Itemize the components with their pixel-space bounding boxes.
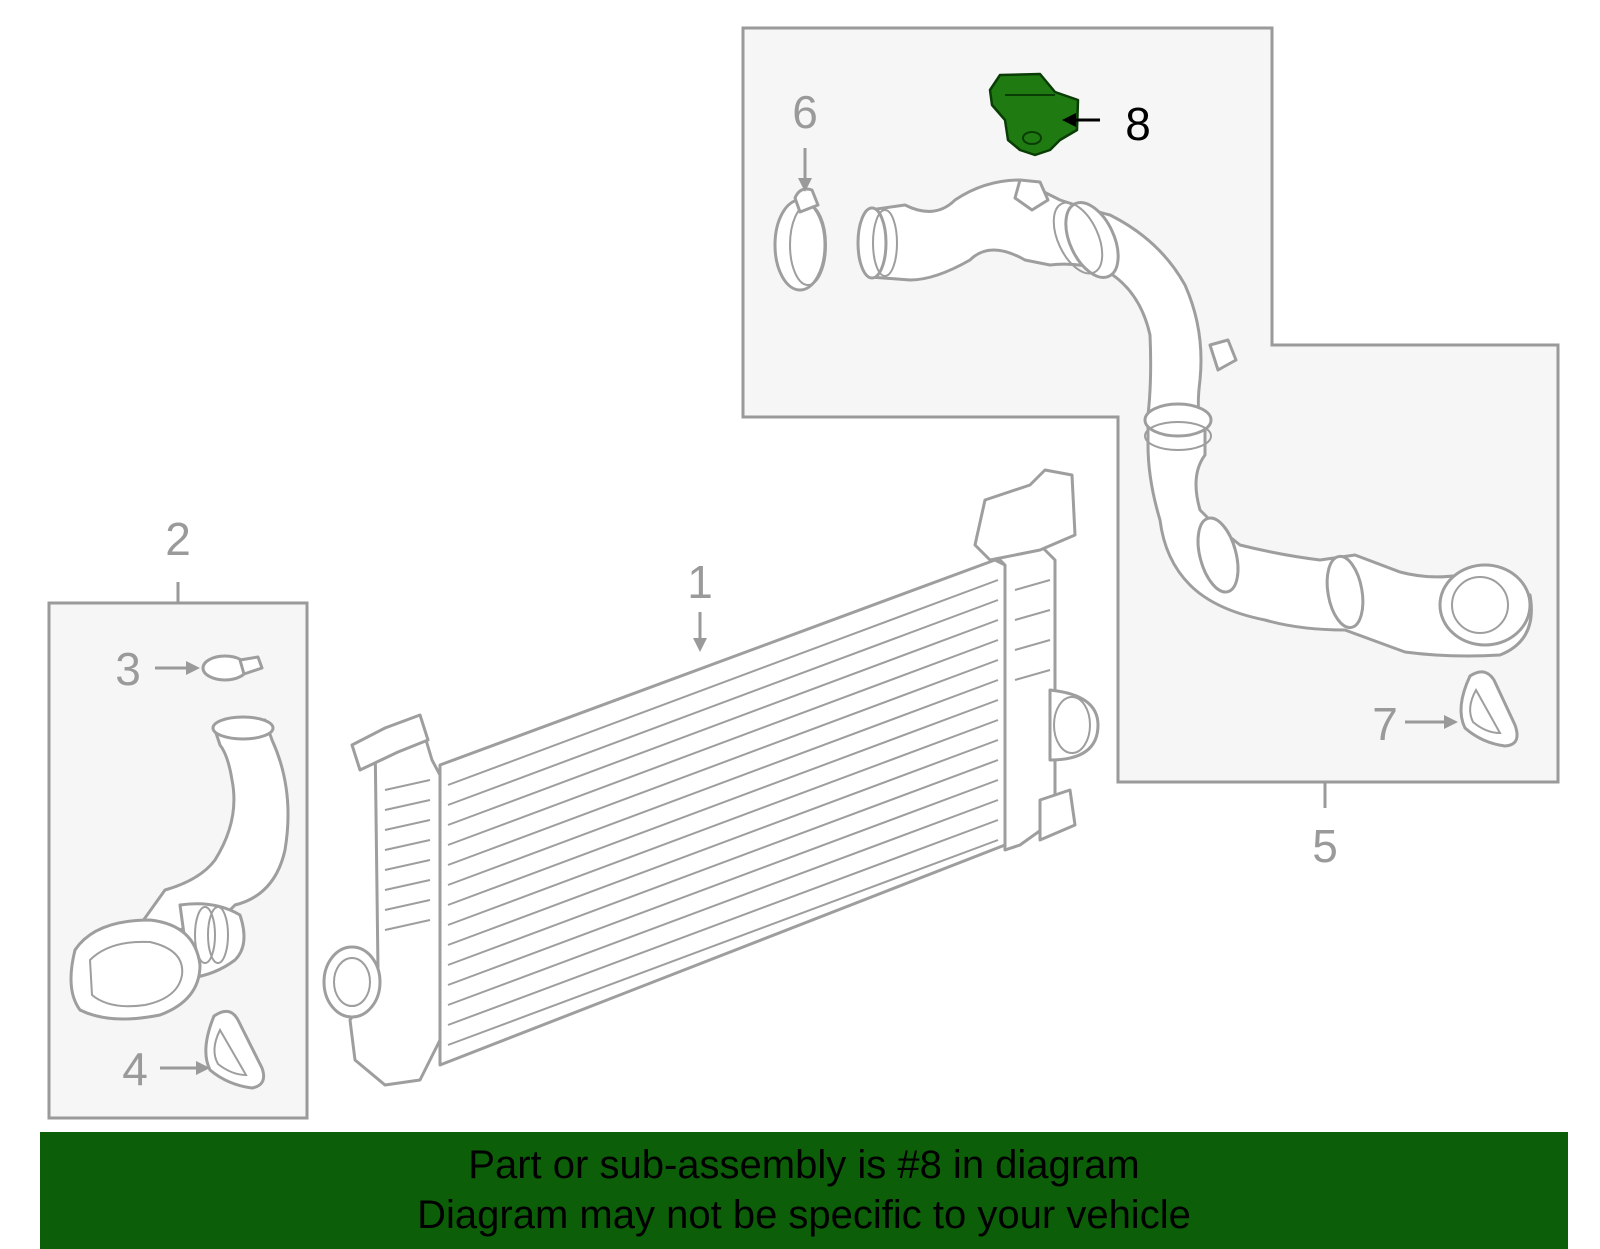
clamp-6: [773, 187, 827, 292]
seal-7: [1459, 670, 1519, 748]
banner-line-1: Part or sub-assembly is #8 in diagram: [468, 1143, 1140, 1187]
left-tank-ribs: [384, 779, 431, 931]
upper-charge-pipe: [856, 178, 1533, 658]
intercooler: [322, 468, 1100, 1087]
clamp-3: [201, 654, 264, 682]
callout-1: 1: [687, 556, 713, 608]
leader-lines: [155, 113, 1458, 1075]
info-banner: Part or sub-assembly is #8 in diagram Di…: [40, 1132, 1568, 1249]
callout-7: 7: [1372, 698, 1398, 750]
lower-intake-hose: [69, 715, 290, 1021]
callout-5: 5: [1312, 820, 1338, 872]
callout-4: 4: [122, 1043, 148, 1095]
right-tank-ribs: [1014, 579, 1051, 681]
banner-line-2: Diagram may not be specific to your vehi…: [417, 1193, 1191, 1237]
core-fins: [447, 579, 999, 1046]
callout-3: 3: [115, 643, 141, 695]
callout-6: 6: [792, 86, 818, 138]
sensor-8-highlighted: [988, 72, 1080, 157]
callout-8: 8: [1125, 98, 1151, 150]
seal-4: [204, 1009, 266, 1090]
callout-2: 2: [165, 513, 191, 565]
